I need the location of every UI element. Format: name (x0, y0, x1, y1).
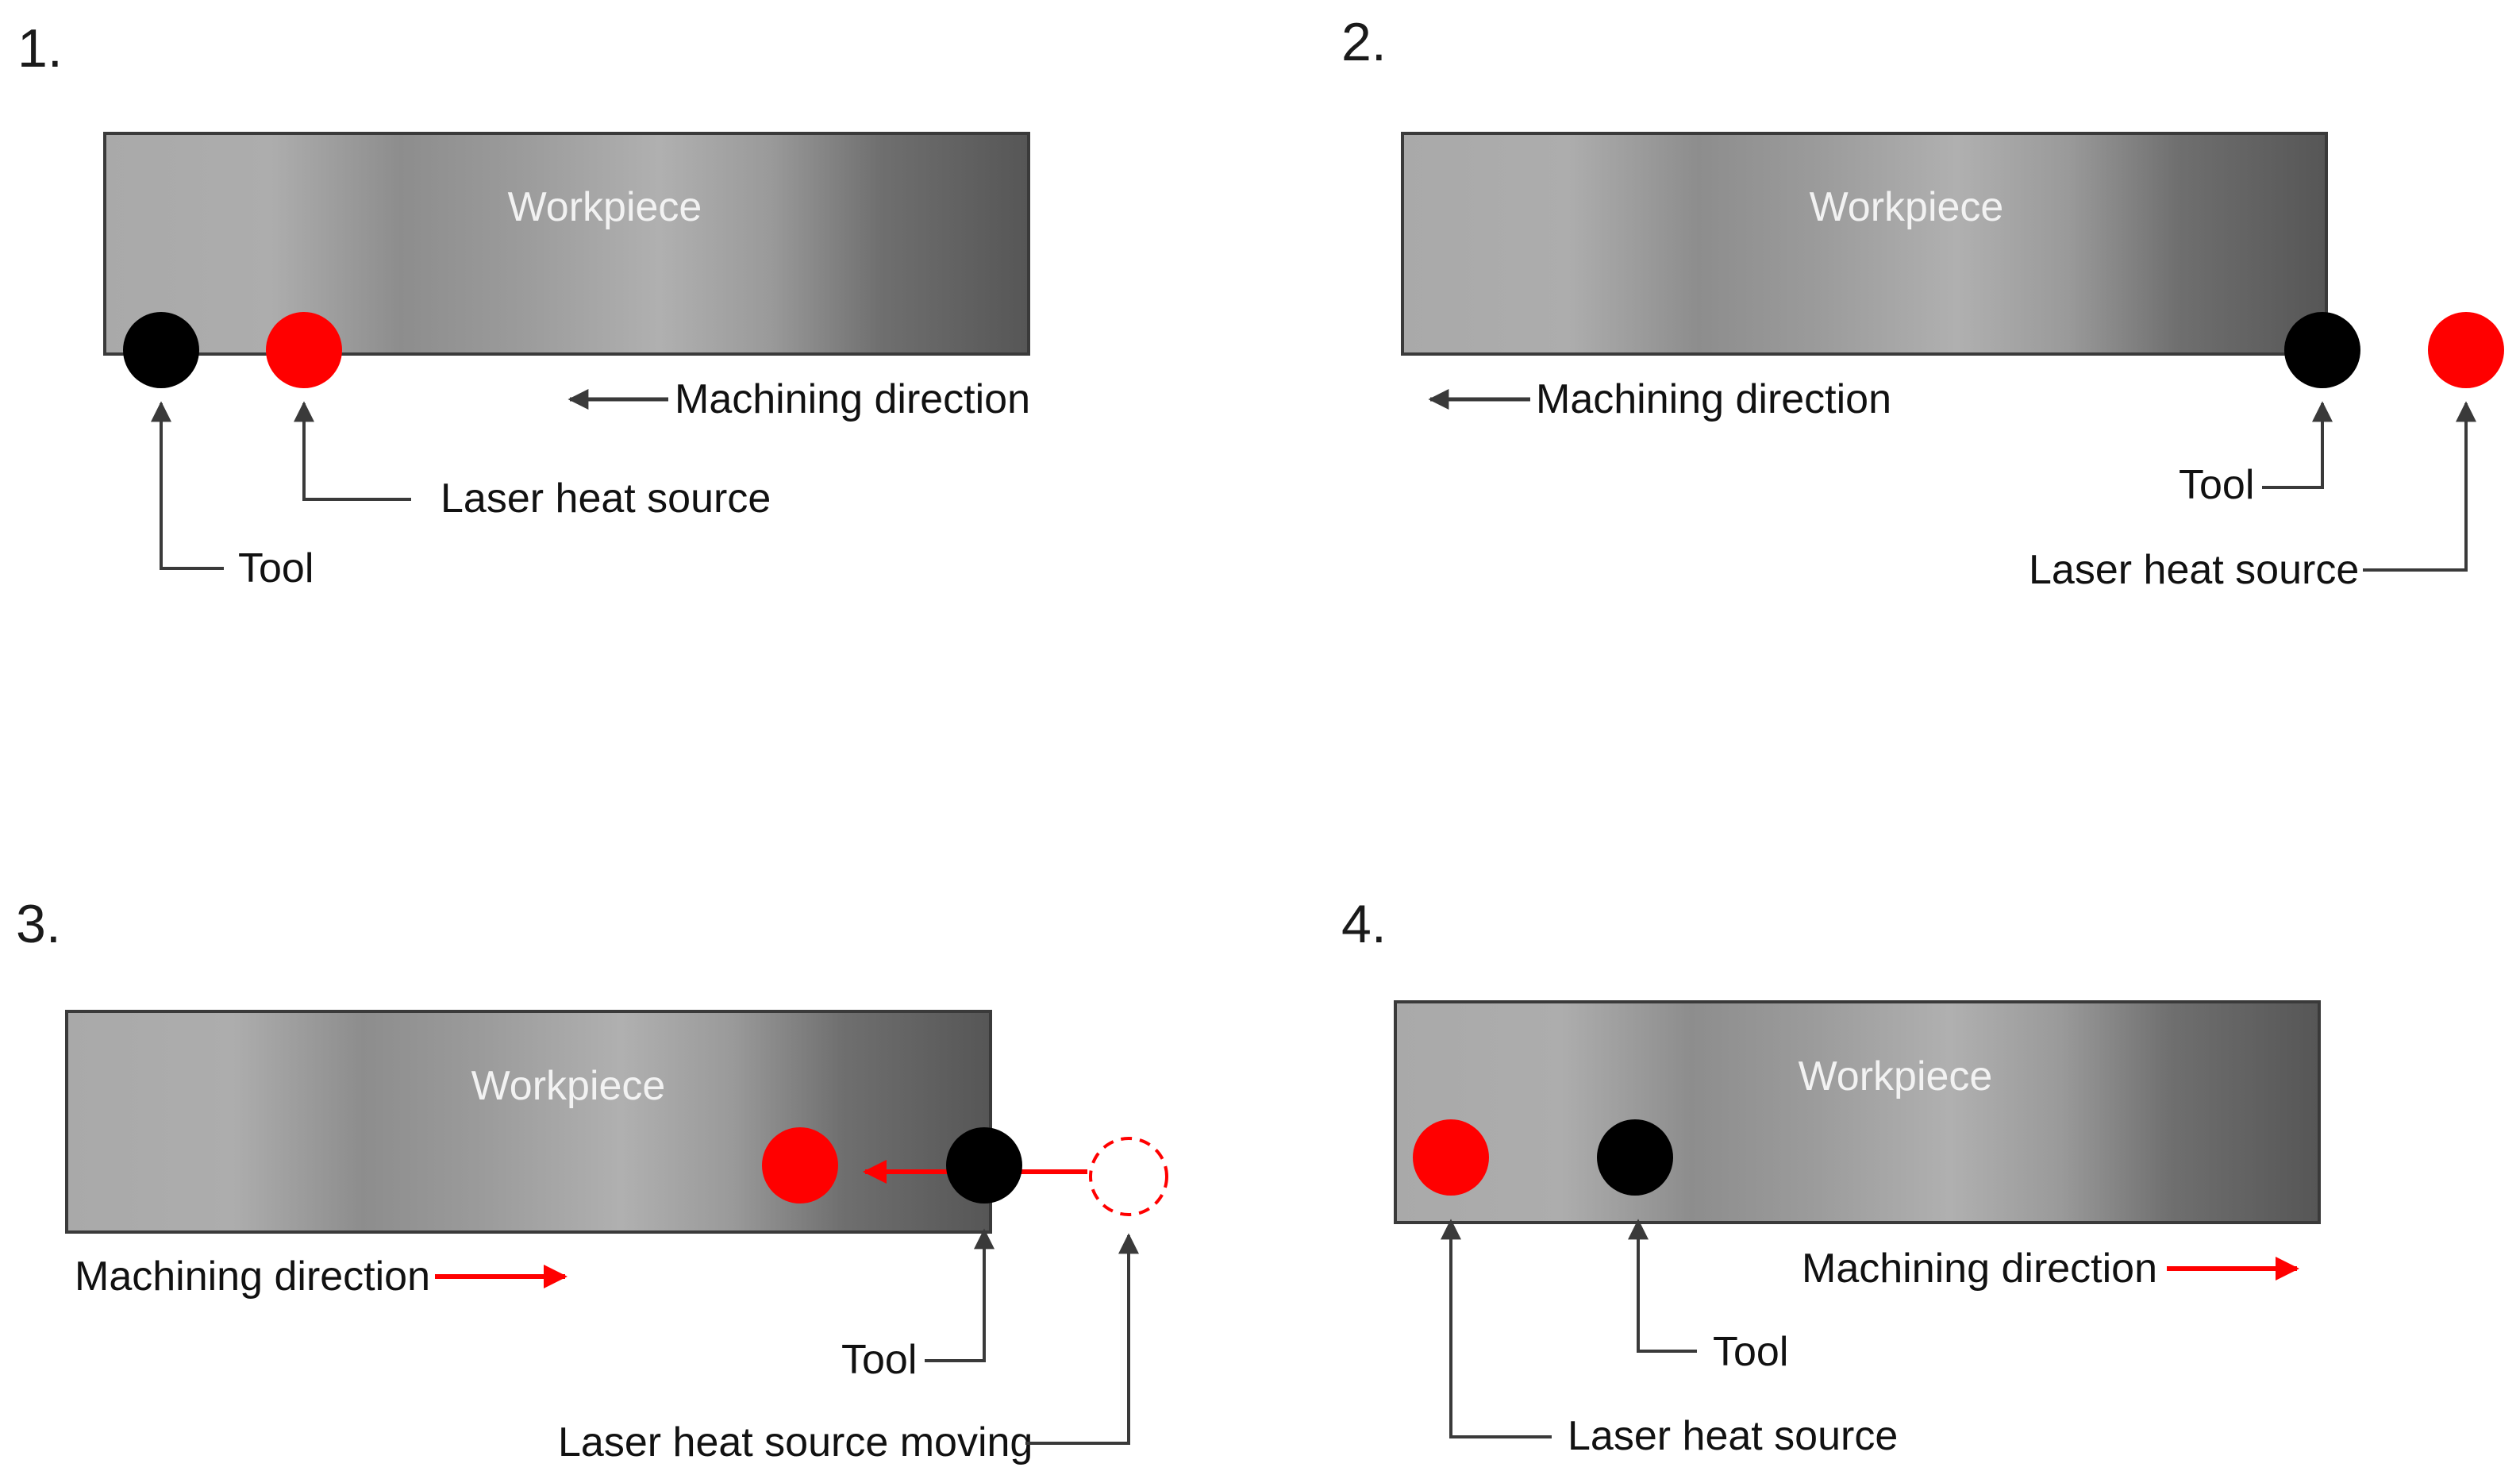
panel-2-laser-label: Laser heat source (2029, 547, 2359, 593)
panel-2-laser-heat-source (2428, 312, 2504, 388)
panel-3-workpiece (65, 1010, 992, 1234)
panel-1-tool-label: Tool (238, 545, 314, 591)
panel-1-laser-connector (294, 401, 411, 501)
panel-1-workpiece-label: Workpiece (508, 184, 702, 230)
panel-3-direction-label: Machining direction (75, 1254, 430, 1300)
panel-2-number: 2. (1341, 12, 1387, 72)
panel-3-laser-label: Laser heat source moving (558, 1419, 1033, 1465)
panel-3-laser-connector (1025, 1233, 1139, 1445)
panel-3-tool-label: Tool (841, 1337, 917, 1383)
panel-2-laser-connector (2363, 401, 2476, 572)
panel-3-tool-connector (925, 1228, 995, 1362)
panel-4-number: 4. (1341, 894, 1387, 954)
panel-2-workpiece (1401, 132, 2328, 356)
panel-1-number: 1. (17, 18, 63, 79)
panel-2-tool-label: Tool (2179, 462, 2254, 508)
panel-2-direction-label: Machining direction (1536, 376, 1891, 422)
panel-4-direction-label: Machining direction (1802, 1246, 2157, 1292)
panel-1-tool-connector (151, 401, 224, 570)
panel-1-laser-heat-source (266, 312, 342, 388)
panel-1-workpiece (103, 132, 1030, 356)
panel-1-tool (123, 312, 199, 388)
panel-3-laser-heat-source (762, 1127, 838, 1203)
panel-4-tool-connector (1628, 1219, 1697, 1353)
panel-4-tool (1597, 1119, 1673, 1196)
panel-4: 4. Workpiece Machining direction Tool La… (1341, 894, 2321, 1459)
panel-4-workpiece (1394, 1000, 2321, 1224)
panel-4-laser-heat-source (1413, 1119, 1489, 1196)
panel-4-tool-label: Tool (1713, 1329, 1788, 1375)
panel-1-direction-label: Machining direction (675, 376, 1030, 422)
panel-1: 1. Workpiece Machining direction Laser h… (17, 18, 1030, 591)
panel-4-laser-label: Laser heat source (1568, 1413, 1898, 1459)
panel-2: 2. Workpiece Machining direction Tool La… (1341, 12, 2504, 593)
panel-3-laser-previous-position (1089, 1137, 1168, 1216)
panel-2-tool (2284, 312, 2360, 388)
panel-3-number: 3. (16, 894, 61, 954)
panel-2-workpiece-label: Workpiece (1810, 184, 2004, 230)
panel-1-laser-label: Laser heat source (441, 476, 771, 522)
panel-3: 3. Workpiece Machining direction Tool La… (16, 894, 1168, 1465)
panel-2-tool-connector (2262, 401, 2333, 489)
panel-4-laser-connector (1441, 1219, 1552, 1438)
panel-3-workpiece-label: Workpiece (471, 1063, 666, 1109)
panel-3-tool (946, 1127, 1022, 1203)
panel-4-workpiece-label: Workpiece (1799, 1053, 1993, 1100)
